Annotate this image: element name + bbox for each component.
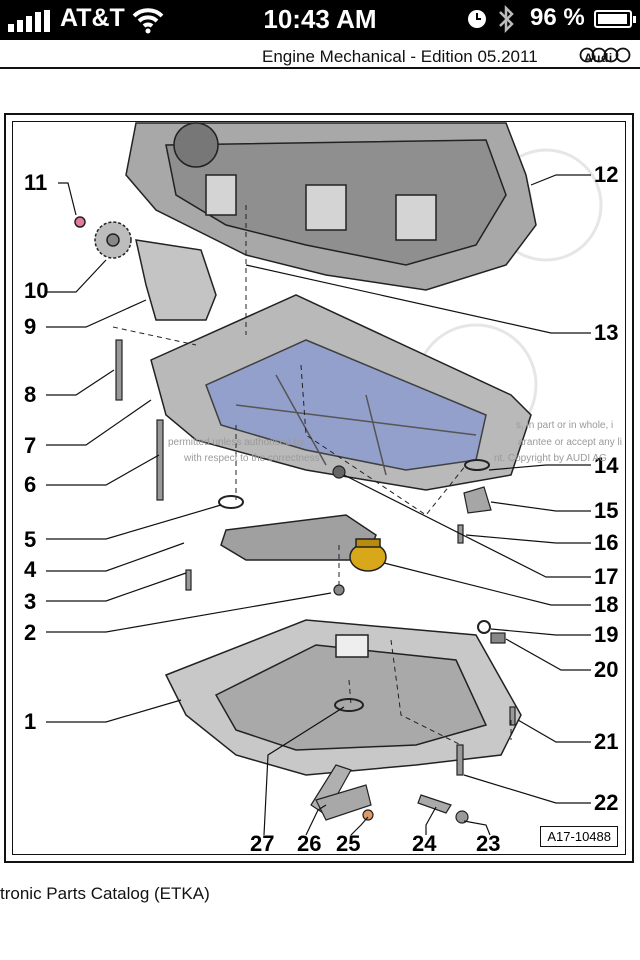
callout-13: 13: [594, 320, 619, 345]
small-parts: [115, 339, 516, 824]
status-bar: AT&T 10:43 AM 96 %: [0, 0, 640, 40]
oil-pan-illustration: [46, 122, 603, 836]
bluetooth-icon: [499, 4, 514, 34]
callout-8: 8: [24, 382, 37, 407]
clock-time: 10:43 AM: [263, 4, 377, 34]
battery-icon: [594, 10, 636, 28]
callout-12: 12: [594, 162, 619, 187]
exploded-parts-diagram[interactable]: 1 2 3 4 5 6 7 8 9 10 11 12 13 14 15 16 1…: [4, 113, 634, 863]
callout-11: 11: [24, 170, 48, 195]
callout-22: 22: [594, 790, 619, 815]
callout-19: 19: [594, 622, 619, 647]
battery-percentage: 96 %: [530, 4, 585, 31]
oil-pump-assembly: [74, 216, 217, 321]
oil-pickup-pipe: [220, 514, 387, 572]
carrier-label: AT&T: [60, 4, 125, 32]
callout-9: 9: [24, 314, 37, 339]
callout-leader-lines: [46, 174, 591, 836]
callout-5: 5: [24, 527, 37, 552]
callout-24: 24: [412, 831, 437, 856]
watermark-line-4: with respect to the correctness: [184, 453, 320, 464]
alarm-clock-icon: [468, 10, 486, 28]
watermark-line-2: permitted unless authorised by: [168, 437, 305, 448]
callout-18: 18: [594, 592, 619, 617]
callout-7: 7: [24, 433, 37, 458]
callout-26: 26: [297, 831, 322, 856]
callout-23: 23: [476, 831, 501, 856]
watermark-line-3: arantee or accept any li: [518, 437, 622, 448]
watermark-line-5: nt. Copyright by AUDI AG: [494, 453, 607, 464]
footer-caption: tronic Parts Catalog (ETKA): [0, 884, 210, 903]
engine-block: [125, 122, 537, 291]
figure-id-label: A17-10488: [540, 826, 618, 847]
signal-strength-icon: [8, 10, 50, 32]
callout-20: 20: [594, 657, 619, 682]
callout-27: 27: [250, 831, 275, 856]
watermark-line-1: s, in part or in whole, i: [516, 420, 614, 431]
lower-oil-pan: [164, 619, 522, 776]
callout-10: 10: [24, 278, 49, 303]
callout-14: 14: [594, 453, 619, 478]
callout-2: 2: [24, 620, 37, 645]
callout-1: 1: [24, 709, 37, 734]
callout-4: 4: [24, 557, 37, 582]
callout-17: 17: [594, 564, 619, 589]
document-header: Engine Mechanical - Edition 05.2011 Audi: [0, 40, 640, 70]
callout-6: 6: [24, 472, 37, 497]
callout-25: 25: [336, 831, 361, 856]
wifi-icon: [132, 8, 164, 34]
callout-21: 21: [594, 729, 619, 754]
header-divider: [0, 67, 640, 69]
callout-15: 15: [594, 498, 619, 523]
assembly-guide-lines: [112, 205, 512, 746]
upper-oil-pan: [150, 294, 532, 491]
audi-logo-text: Audi: [584, 51, 613, 65]
audi-rings-logo: [579, 47, 631, 63]
figure-frame: [12, 121, 626, 855]
callout-3: 3: [24, 589, 37, 614]
document-title: Engine Mechanical - Edition 05.2011: [262, 47, 538, 66]
callout-16: 16: [594, 530, 619, 555]
